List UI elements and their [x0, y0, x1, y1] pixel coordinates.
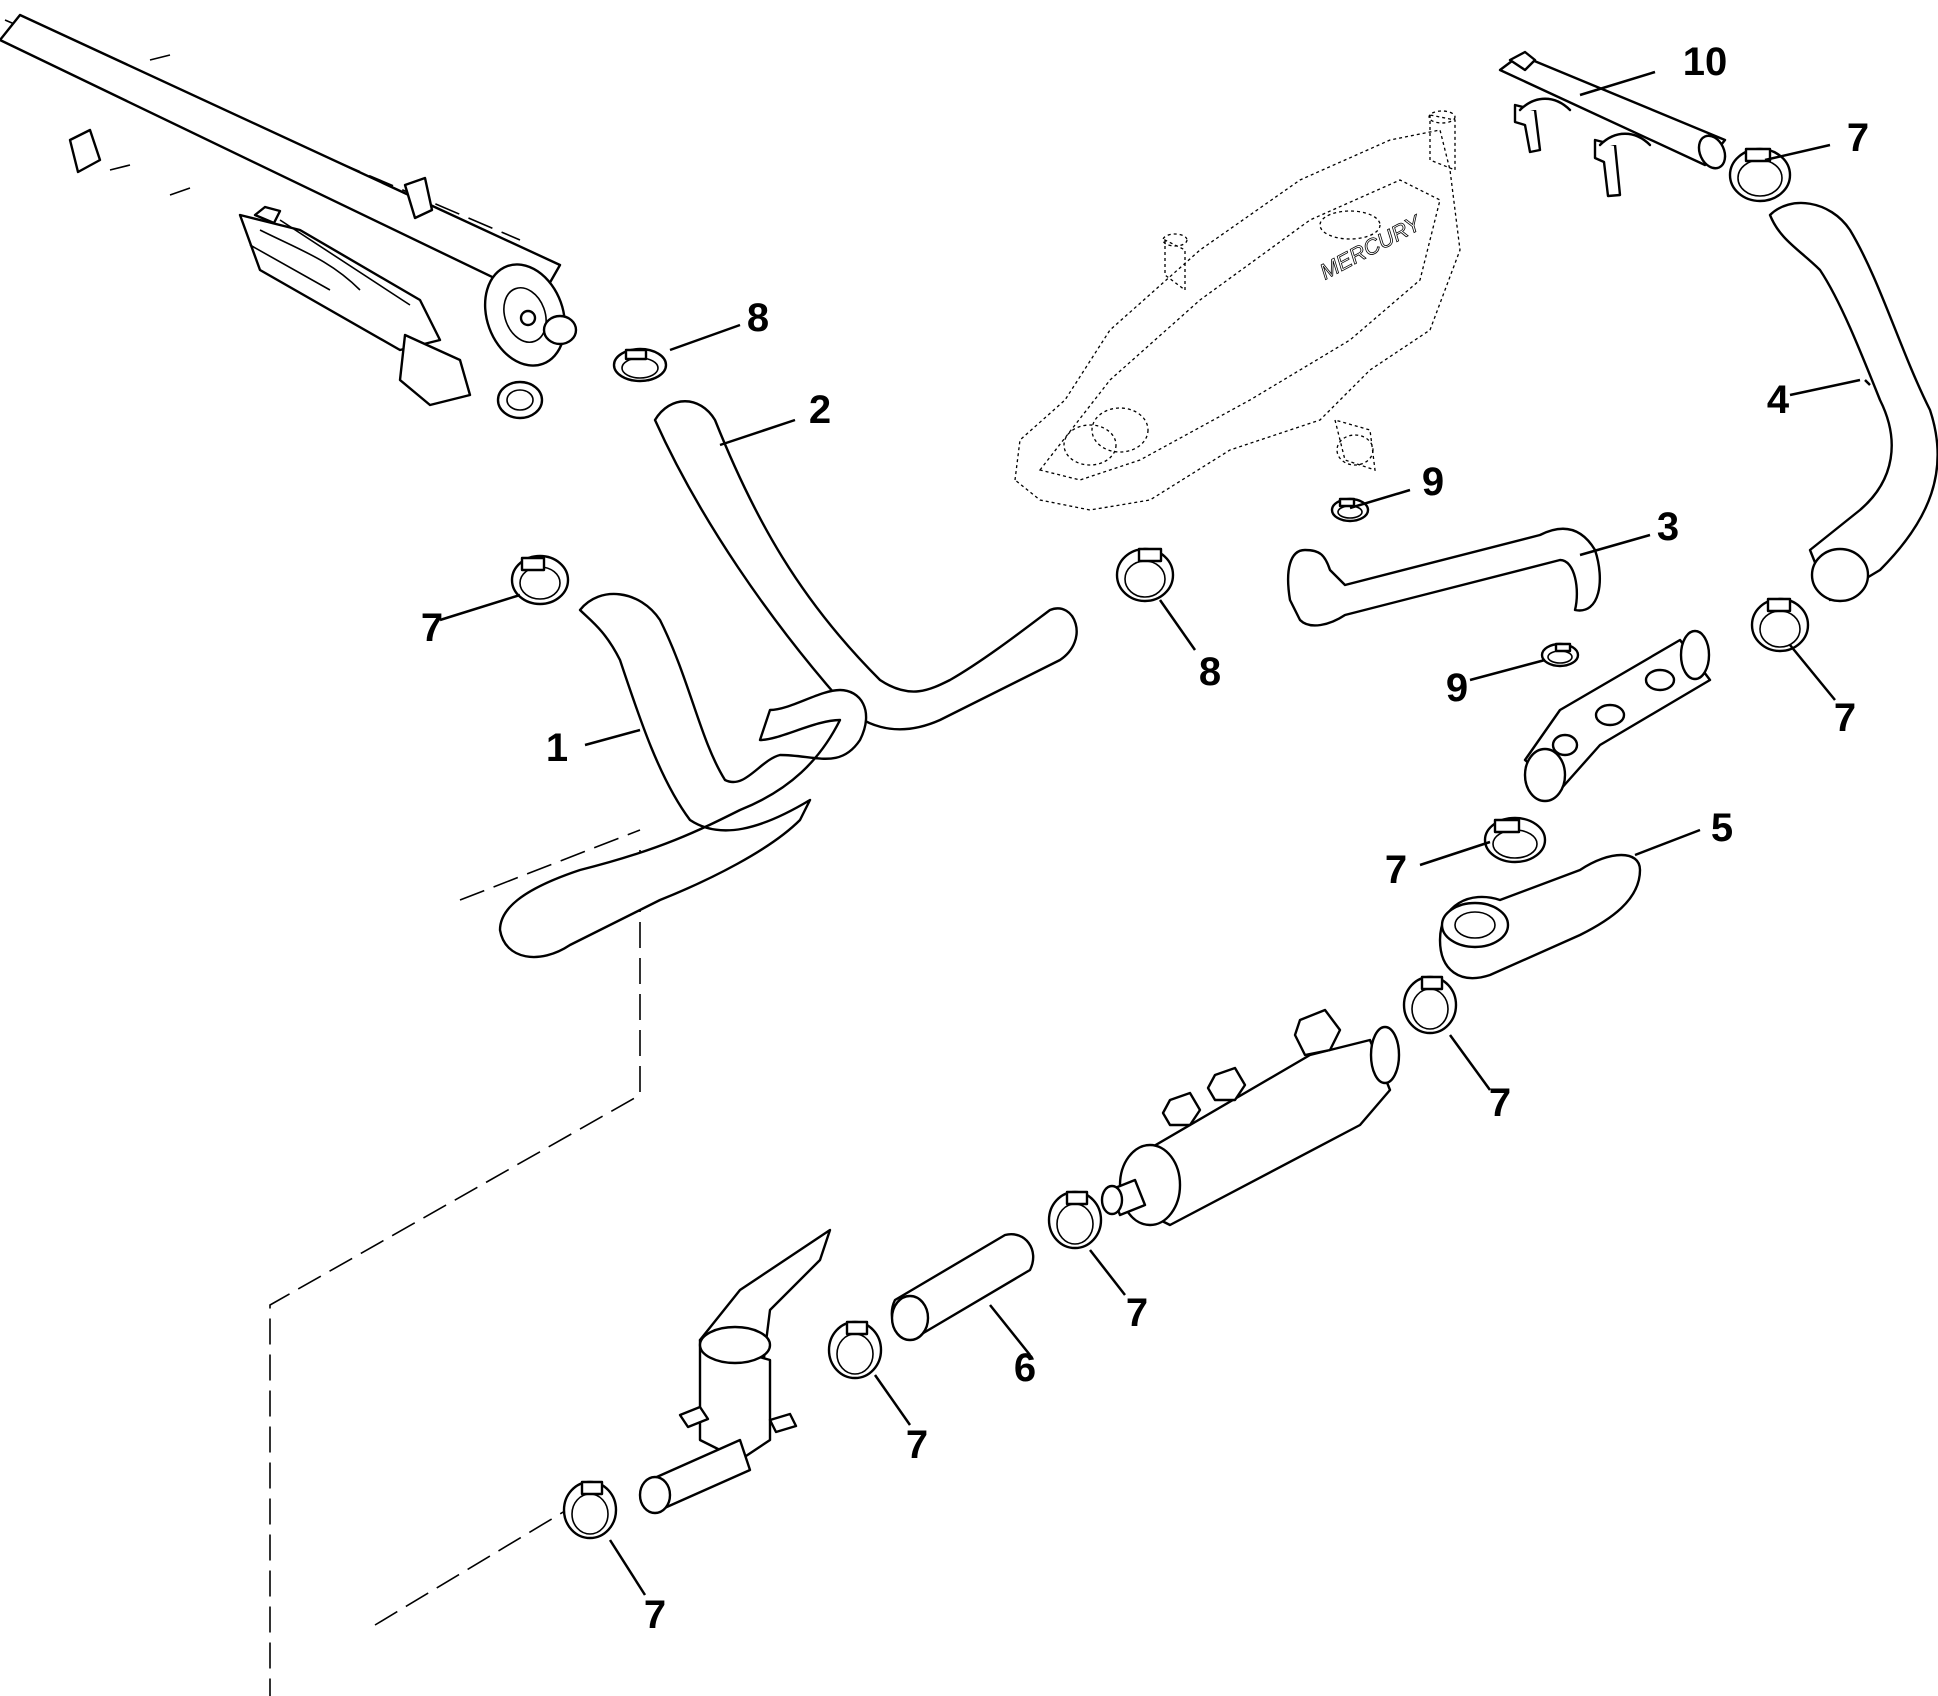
callout-7-cooler-left: 7: [1126, 1291, 1148, 1335]
callout-8-middle: 8: [1199, 650, 1221, 694]
callout-6: 6: [1014, 1346, 1036, 1390]
pump-assembly: [638, 1228, 832, 1515]
clamp-7-right: [1750, 597, 1810, 653]
clamp-8-upper: [612, 347, 668, 383]
clamp-7-part6: [827, 1320, 883, 1380]
callout-7-cooler-right: 7: [1489, 1081, 1511, 1125]
heat-exchanger: [1100, 1008, 1401, 1227]
callout-7-left: 7: [421, 606, 443, 650]
callout-7-top-right: 7: [1847, 116, 1869, 160]
callout-8-upper: 8: [747, 296, 769, 340]
callout-9-upper: 9: [1422, 460, 1444, 504]
clamp-7-left: [510, 554, 570, 606]
callout-9-lower: 9: [1446, 666, 1468, 710]
clamp-7-top-right: [1728, 147, 1792, 203]
thermostat-housing: [1523, 629, 1712, 803]
part-4-hose: [1768, 201, 1938, 603]
hose-clamps: [510, 147, 1810, 1540]
callout-labels: 10 7 8 2 4 9 3 7 8 9 7 1 5 7 7 7 6 7 7: [421, 40, 1869, 1637]
part-2-hose: [653, 400, 1078, 731]
part-10-water-tube: [1498, 50, 1727, 198]
part-6-hose: [890, 1233, 1035, 1342]
cooler-module-assembly: [0, 13, 578, 420]
svg-text:MERCURY: MERCURY: [1316, 210, 1426, 285]
clamp-9-upper: [1330, 497, 1370, 523]
part-3-hose: [1286, 527, 1602, 627]
callout-10: 10: [1683, 40, 1728, 84]
part-1-hose: [498, 592, 868, 959]
callout-7-part6: 7: [906, 1423, 928, 1467]
clamp-9-lower: [1540, 642, 1580, 668]
callout-7-right: 7: [1834, 696, 1856, 740]
clamp-7-bottom: [562, 1480, 618, 1540]
clamp-7-cooler-right: [1402, 975, 1458, 1035]
exhaust-manifold: MERCURY: [1014, 110, 1461, 511]
part-5-hose: [1438, 853, 1642, 980]
callout-3: 3: [1657, 505, 1679, 549]
clamp-8-middle: [1115, 547, 1175, 603]
clamp-7-part5: [1483, 816, 1547, 864]
callout-7-part5: 7: [1385, 848, 1407, 892]
callout-2: 2: [809, 388, 831, 432]
leader-lines: [439, 70, 1871, 1596]
callout-1: 1: [546, 726, 568, 770]
callout-4: 4: [1767, 378, 1790, 422]
callout-5: 5: [1711, 806, 1733, 850]
callout-7-bottom: 7: [644, 1593, 666, 1637]
clamp-7-cooler-left: [1047, 1190, 1103, 1250]
